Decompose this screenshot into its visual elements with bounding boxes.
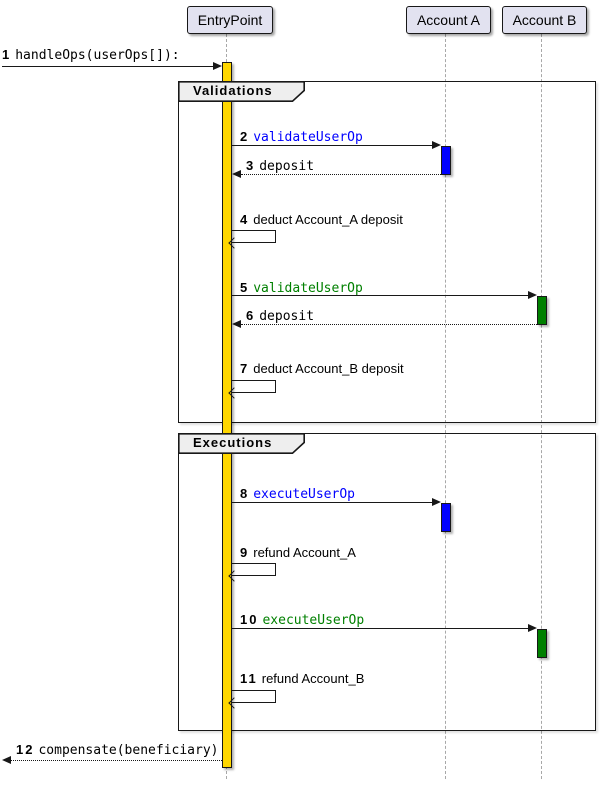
message-number: 6 xyxy=(246,308,256,323)
message-number: 9 xyxy=(240,545,250,560)
activation-account-a-validate xyxy=(441,146,451,175)
message-text: compensate(beneficiary) xyxy=(38,743,219,758)
participant-account-b: Account B xyxy=(502,6,587,34)
participant-account-a: Account A xyxy=(406,6,491,34)
participant-label: EntryPoint xyxy=(197,12,263,28)
message-text: deduct Account_B deposit xyxy=(253,361,404,376)
activation-account-b-validate xyxy=(537,296,547,325)
lifeline-account-b xyxy=(541,34,542,779)
activation-account-a-execute xyxy=(441,503,451,532)
message-8-arrow xyxy=(232,497,441,506)
message-text: validateUserOp xyxy=(253,130,363,145)
message-text: deduct Account_A deposit xyxy=(253,212,403,227)
message-text: executeUserOp xyxy=(262,613,365,628)
message-number: 1 xyxy=(2,47,12,62)
message-9-self-arrow xyxy=(232,563,276,576)
frame-label-validations: Validations xyxy=(178,81,305,102)
message-text: deposit xyxy=(259,309,315,324)
message-text: deposit xyxy=(259,159,315,174)
message-11-self-arrow xyxy=(232,690,276,703)
message-number: 7 xyxy=(240,361,250,376)
message-number: 4 xyxy=(240,212,250,227)
frame-title: Validations xyxy=(193,83,273,98)
participant-label: Account A xyxy=(416,12,481,28)
activation-account-b-execute xyxy=(537,629,547,658)
frame-label-shape xyxy=(178,81,305,102)
message-number: 8 xyxy=(240,486,250,501)
message-10-arrow xyxy=(232,623,537,632)
frame-validations xyxy=(178,81,596,423)
message-text: validateUserOp xyxy=(253,281,363,296)
frame-label-shape xyxy=(178,433,305,454)
message-number: 2 xyxy=(240,129,250,144)
message-12-arrow xyxy=(2,755,222,764)
message-text: refund Account_A xyxy=(253,545,356,560)
message-number: 10 xyxy=(240,612,259,627)
message-text: handleOps(userOps[]): xyxy=(15,48,180,63)
activation-entrypoint xyxy=(222,62,232,768)
message-text: refund Account_B xyxy=(261,671,365,686)
frame-title: Executions xyxy=(193,435,273,450)
message-number: 12 xyxy=(16,742,35,757)
message-7-self-arrow xyxy=(232,380,276,393)
message-2-arrow xyxy=(232,140,441,149)
message-6-arrow xyxy=(232,319,537,328)
participant-entrypoint: EntryPoint xyxy=(187,6,273,34)
message-number: 5 xyxy=(240,280,250,295)
message-number: 3 xyxy=(246,158,256,173)
message-1-arrow xyxy=(2,61,222,70)
message-5-arrow xyxy=(232,290,537,299)
frame-executions xyxy=(178,433,596,731)
message-text: executeUserOp xyxy=(253,487,355,502)
lifeline-account-a xyxy=(445,34,446,779)
participant-label: Account B xyxy=(512,12,577,28)
message-number: 11 xyxy=(240,671,258,686)
message-3-arrow xyxy=(232,169,441,178)
message-4-self-arrow xyxy=(232,230,276,243)
frame-label-executions: Executions xyxy=(178,433,305,454)
